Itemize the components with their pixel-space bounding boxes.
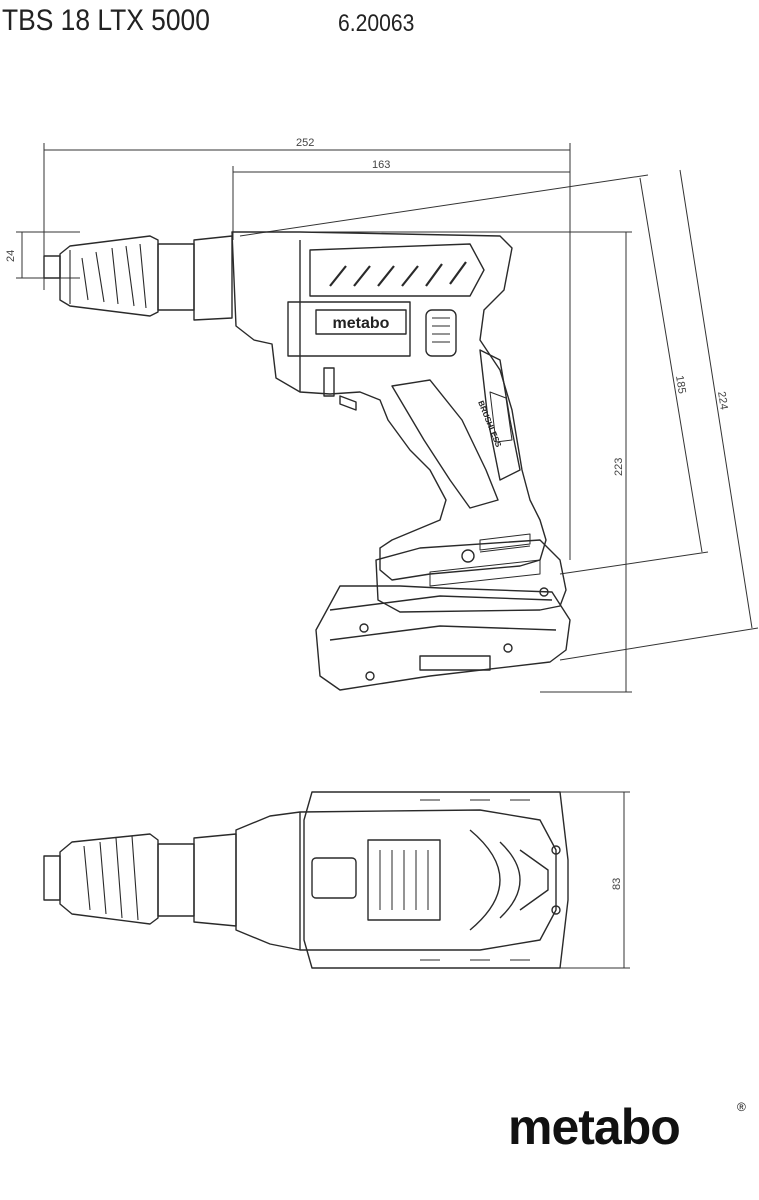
trigger-lock xyxy=(323,367,335,397)
nose-collar xyxy=(157,243,195,311)
nose-sleeve xyxy=(193,235,233,321)
logo-badge xyxy=(315,309,407,335)
housing-logo: metabo xyxy=(333,315,390,332)
top-view xyxy=(43,791,569,969)
logo-panel xyxy=(287,301,411,357)
dim-overall-length: 252 xyxy=(296,137,314,149)
battery-pack xyxy=(315,585,571,691)
top-switch xyxy=(311,857,357,899)
dim-height: 223 xyxy=(613,458,625,476)
dim-nose-diameter: 24 xyxy=(5,250,17,262)
depth-locator xyxy=(59,235,159,317)
brushless-label: BRUSHLESS xyxy=(476,399,503,449)
motor-vent-panel xyxy=(309,243,485,297)
main-housing xyxy=(231,231,547,581)
dimension-lines xyxy=(16,143,759,969)
registered-mark: ® xyxy=(737,1100,746,1114)
top-depth-locator xyxy=(59,833,159,925)
handle-grip xyxy=(391,379,499,509)
bit-tip xyxy=(43,255,61,279)
dim-body-length: 163 xyxy=(372,159,390,171)
battery-release xyxy=(461,549,475,563)
top-bit-tip xyxy=(43,855,61,901)
battery-indicator xyxy=(419,655,491,671)
dim-diagonal: 224 xyxy=(715,391,730,411)
article-number: 6.20063 xyxy=(338,10,415,37)
switch xyxy=(425,309,457,357)
brand-logo: metabo xyxy=(508,1099,681,1155)
dim-width: 83 xyxy=(611,878,623,890)
top-battery-outline xyxy=(303,791,569,969)
side-view xyxy=(43,231,571,691)
top-housing xyxy=(235,809,557,951)
dim-grip-length: 185 xyxy=(673,375,688,395)
model-title: TBS 18 LTX 5000 xyxy=(2,4,210,37)
top-nose-collar xyxy=(157,843,195,917)
